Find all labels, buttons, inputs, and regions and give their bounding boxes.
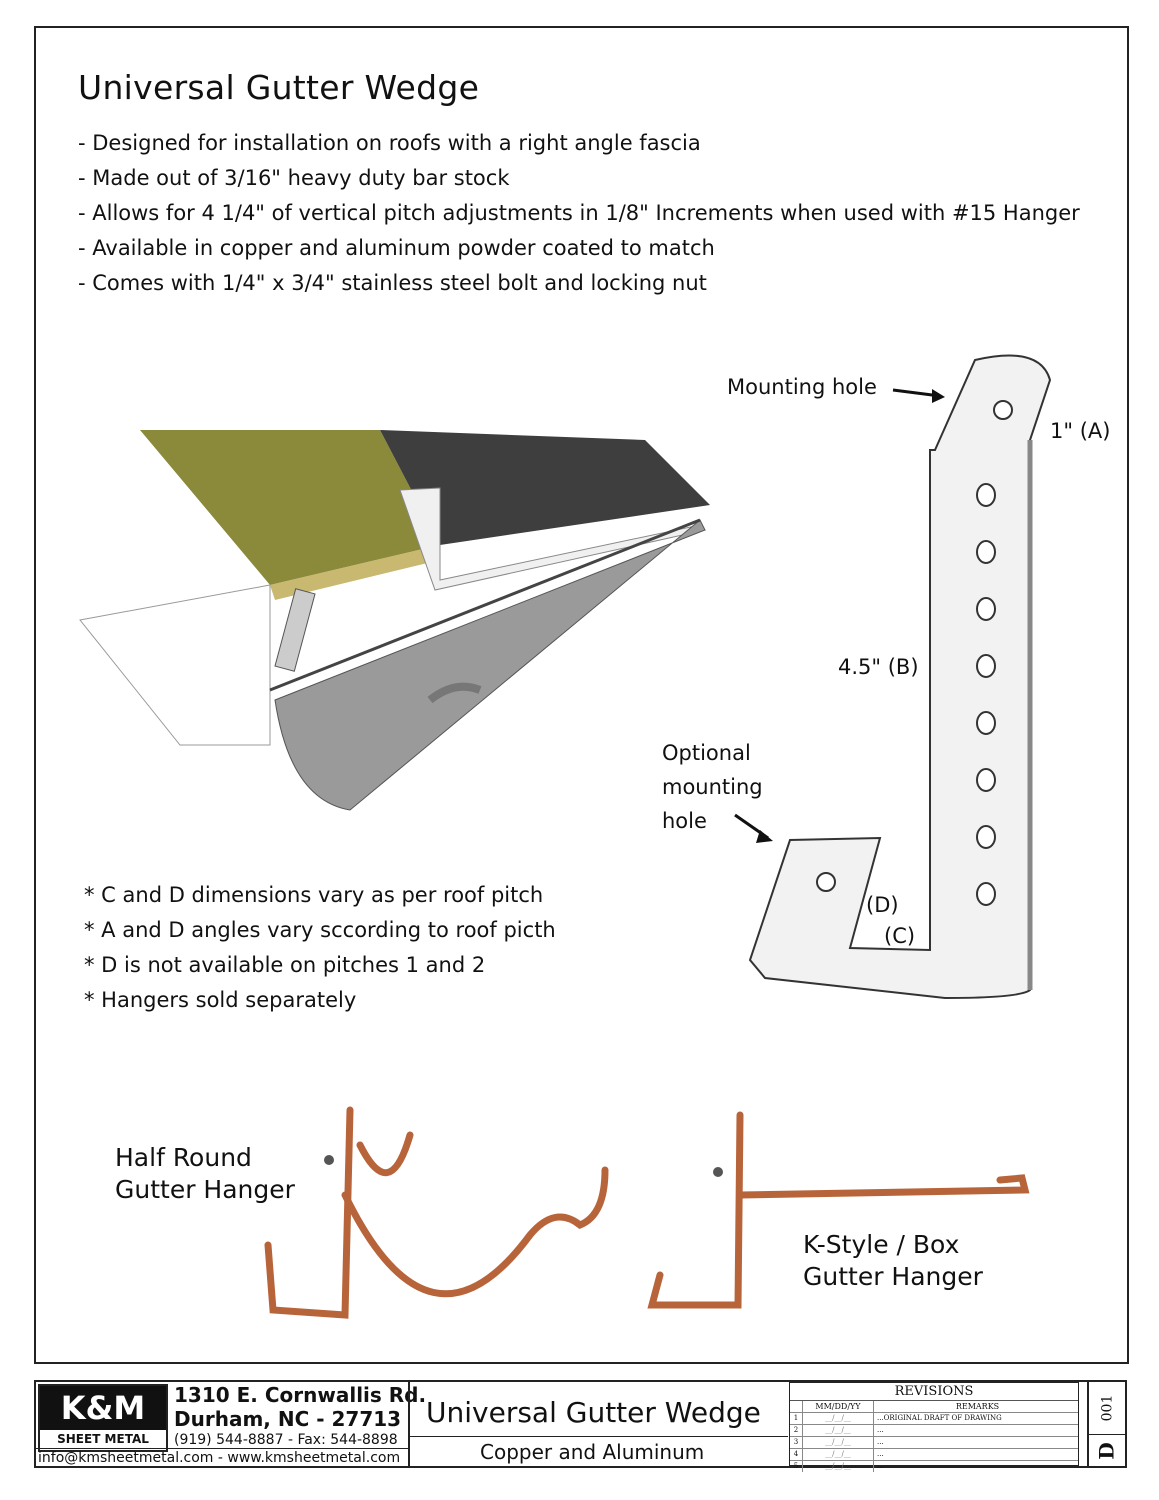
feature-item: - Comes with 1/4" x 3/4" stainless steel… [78,271,707,295]
revision-row: 3__/__/__... [790,1437,1078,1449]
drawing-title: Universal Gutter Wedge [426,1396,761,1429]
illustrations [79,354,1052,1319]
rev-date: __/__/__ [803,1437,874,1448]
rev-number: 3 [790,1437,803,1448]
company-address: 1310 E. Cornwallis Rd. Durham, NC - 2771… [174,1383,426,1431]
k-style-hanger-illustration [647,1111,1030,1309]
optional-mounting-hole-label: Optional mounting hole [662,736,763,838]
k-style-hanger-label: K-Style / Box Gutter Hanger [803,1229,983,1293]
rev-number: 1 [790,1413,803,1424]
dimension-a-label: 1" (A) [1050,419,1111,443]
gutter-wedge-illustration [734,354,1052,1000]
revisions-title: REVISIONS [790,1383,1078,1401]
label-line: mounting [662,775,763,799]
dimension-c-label: (C) [884,924,916,948]
feature-list: - Designed for installation on roofs wit… [78,126,1080,301]
dimension-d-label: (D) [866,893,899,917]
rev-number: 5 [790,1461,803,1472]
logo-subtitle: SHEET METAL [57,1432,149,1446]
sheet-size: D [1095,1441,1119,1460]
rev-remark: ...ORIGINAL DRAFT OF DRAWING [877,1414,1002,1422]
sheet-number: 001 [1098,1394,1115,1422]
revision-row: 1__/__/__...ORIGINAL DRAFT OF DRAWING [790,1413,1078,1425]
note-item: * A and D angles vary sccording to roof … [84,918,556,942]
rev-number: 2 [790,1425,803,1436]
half-round-hanger-illustration [264,1106,609,1319]
half-round-hanger-label: Half Round Gutter Hanger [115,1142,295,1206]
note-item: * D is not available on pitches 1 and 2 [84,953,486,977]
company-logo: K&M SHEET METAL [38,1384,168,1452]
rev-remark: ... [877,1462,884,1470]
company-phone: (919) 544-8887 - Fax: 544-8898 [174,1432,398,1448]
label-line: Half Round [115,1143,252,1172]
label-line: Gutter Hanger [803,1262,983,1291]
rev-remark: ... [877,1438,884,1446]
page-title: Universal Gutter Wedge [78,68,480,107]
label-line: hole [662,809,707,833]
column-header: MM/DD/YY [803,1401,874,1412]
address-line: Durham, NC - 27713 [174,1407,402,1431]
drawing-subtitle: Copper and Aluminum [480,1440,705,1464]
revision-row: 5__/__/__... [790,1461,1078,1472]
rev-date: __/__/__ [803,1425,874,1436]
note-item: * C and D dimensions vary as per roof pi… [84,883,544,907]
roof-installation-illustration [79,430,710,811]
logo-mark: K&M [40,1386,166,1430]
column-header: REMARKS [955,1402,1000,1411]
rev-date: __/__/__ [803,1413,874,1424]
feature-item: - Made out of 3/16" heavy duty bar stock [78,166,510,190]
notes-list: * C and D dimensions vary as per roof pi… [84,878,556,1018]
label-line: Gutter Hanger [115,1175,295,1204]
company-contact-web: info@kmsheetmetal.com - www.kmsheetmetal… [38,1450,401,1466]
revisions-header-row: MM/DD/YY REMARKS [790,1401,1078,1413]
label-line: K-Style / Box [803,1230,960,1259]
rev-date: __/__/__ [803,1449,874,1460]
label-line: Optional [662,741,751,765]
feature-item: - Allows for 4 1/4" of vertical pitch ad… [78,201,1080,225]
mounting-hole-label: Mounting hole [727,375,877,399]
revision-row: 2__/__/__... [790,1425,1078,1437]
revision-row: 4__/__/__... [790,1449,1078,1461]
feature-item: - Available in copper and aluminum powde… [78,236,715,260]
rev-remark: ... [877,1426,884,1434]
rev-number: 4 [790,1449,803,1460]
dimension-b-label: 4.5" (B) [838,655,919,679]
address-line: 1310 E. Cornwallis Rd. [174,1383,427,1407]
note-item: * Hangers sold separately [84,988,357,1012]
drawing-border [34,26,1129,1364]
rev-date: __/__/__ [803,1461,874,1472]
feature-item: - Designed for installation on roofs wit… [78,131,701,155]
sheet-id-box: 001 D [1087,1380,1127,1468]
rev-remark: ... [877,1450,884,1458]
